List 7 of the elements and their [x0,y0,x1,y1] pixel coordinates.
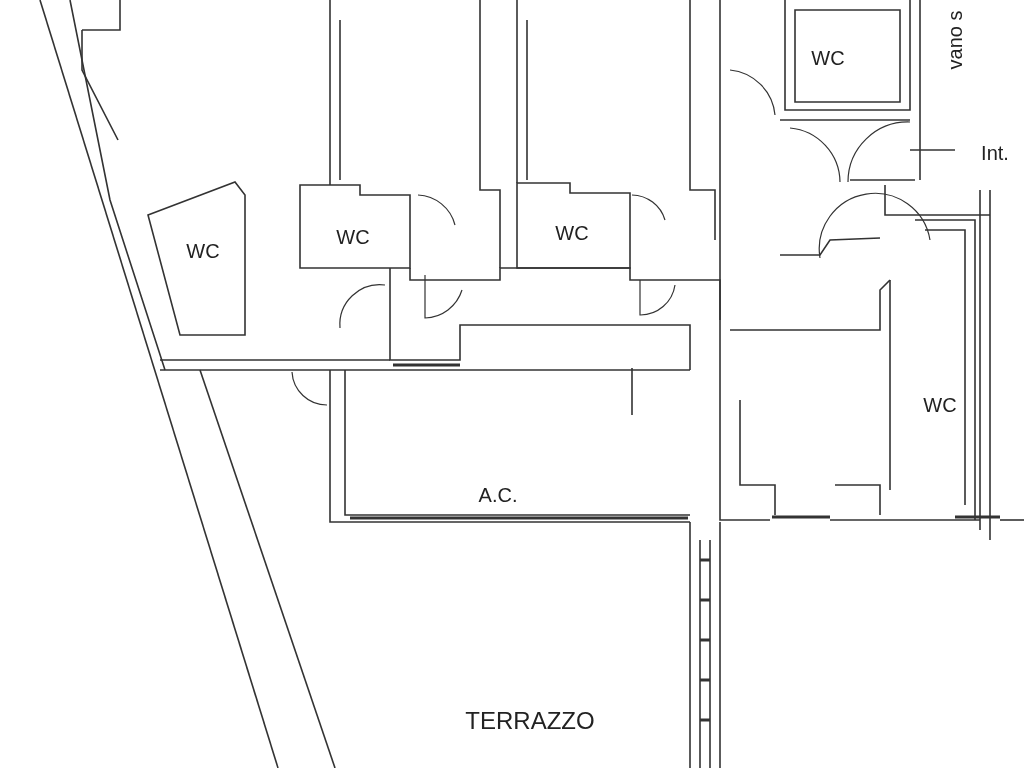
room-label: Int. [981,143,1009,163]
room-label: WC [811,48,845,68]
room-label: WC [336,227,370,247]
room-label: WC [923,395,957,415]
room-label: WC [555,223,589,243]
room-label: A.C. [478,485,518,505]
room-label: WC [186,241,220,261]
